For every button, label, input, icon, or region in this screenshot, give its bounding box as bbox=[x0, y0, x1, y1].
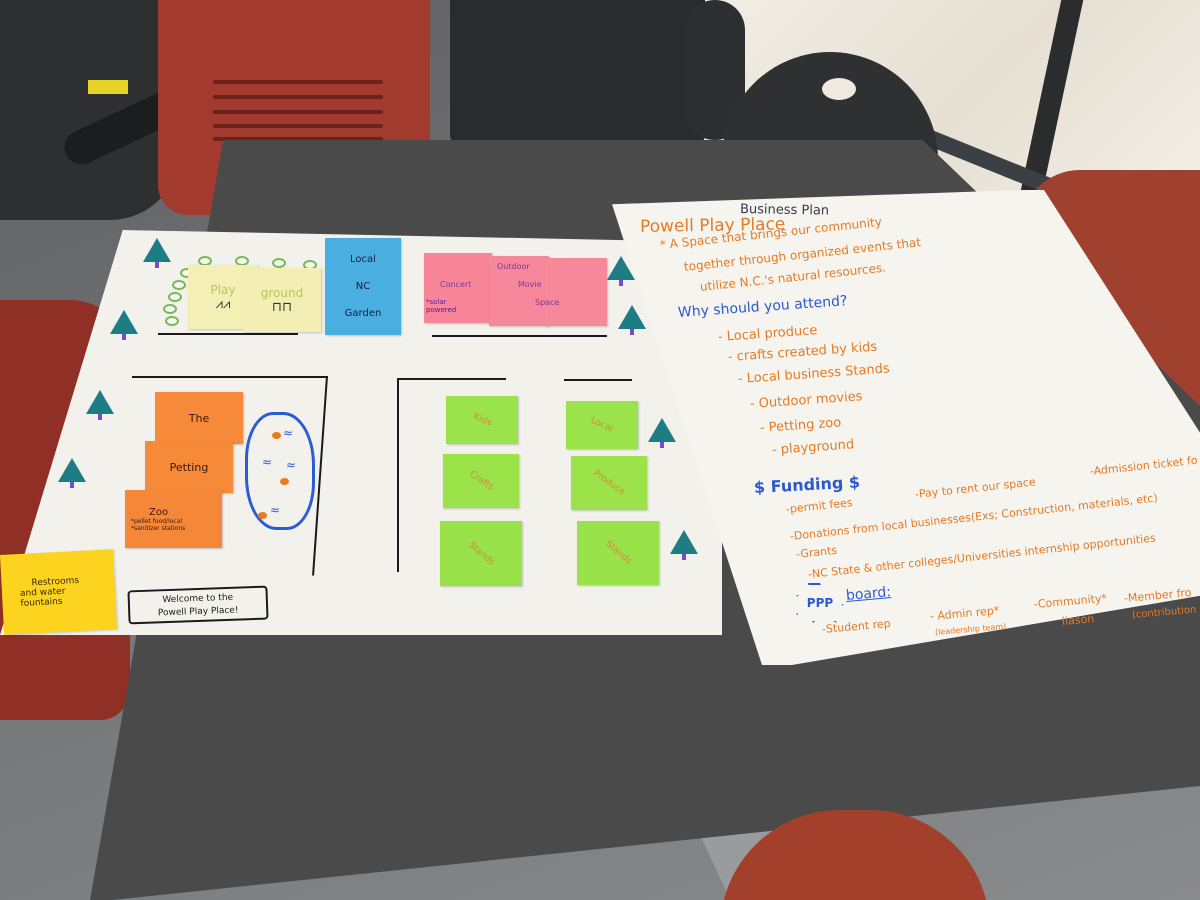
bush-icon bbox=[163, 304, 177, 314]
garden-label: Garden bbox=[344, 308, 382, 319]
zoo-note: *sanitizer stations bbox=[131, 524, 186, 532]
yellow-tag bbox=[88, 80, 128, 94]
solar-note: *solar powered bbox=[426, 298, 457, 314]
fish-icon bbox=[272, 432, 281, 439]
pond bbox=[245, 412, 315, 530]
tree-icon bbox=[110, 310, 138, 340]
zoo-label: The bbox=[188, 411, 210, 425]
swing-icon: ⩘⩘ bbox=[215, 296, 231, 312]
outdoor-space-label: Space bbox=[535, 298, 560, 307]
playground-label: Play bbox=[210, 282, 236, 297]
local-produce-sticky: Local bbox=[566, 401, 638, 449]
fish-icon bbox=[258, 512, 267, 519]
tree-icon bbox=[143, 238, 171, 268]
sticky-label: Produce bbox=[591, 468, 627, 498]
garden-label: Local bbox=[350, 254, 376, 265]
tree-icon bbox=[670, 530, 698, 560]
tree-icon bbox=[648, 418, 676, 448]
path-line bbox=[432, 335, 607, 337]
garden-label: NC bbox=[355, 281, 371, 292]
sticky-label: Crafts bbox=[467, 469, 495, 493]
tree-icon bbox=[86, 390, 114, 420]
tree-icon bbox=[618, 305, 646, 335]
zoo-sticky: Petting bbox=[145, 441, 233, 493]
path-line bbox=[132, 376, 328, 378]
chair-handle-hole bbox=[822, 78, 856, 100]
sticky-label: Local bbox=[589, 415, 615, 435]
playground-sticky: ground ⊓⊓ bbox=[243, 268, 321, 332]
zoo-sticky: The bbox=[155, 392, 243, 444]
sticky-label: Stands bbox=[602, 539, 634, 567]
bush-icon bbox=[172, 280, 186, 290]
chair-slot bbox=[213, 95, 383, 99]
local-produce-sticky: Stands bbox=[577, 521, 659, 585]
sticky-label: Stands bbox=[465, 539, 497, 568]
garden-sticky: Local NC Garden bbox=[325, 238, 401, 335]
chair-slot bbox=[213, 137, 383, 141]
path-line bbox=[158, 333, 298, 335]
wave-icon: ≈ bbox=[286, 458, 297, 472]
slide-icon: ⊓⊓ bbox=[271, 299, 293, 315]
outdoor-sticky bbox=[545, 258, 607, 326]
ppp-badge-label: PPP bbox=[806, 596, 834, 610]
path-line bbox=[564, 379, 632, 381]
person-standing bbox=[450, 0, 705, 145]
outdoor-title: Outdoor bbox=[497, 262, 530, 271]
fish-icon bbox=[280, 478, 289, 485]
kids-crafts-sticky: Crafts bbox=[443, 454, 519, 508]
wave-icon: ≈ bbox=[270, 503, 281, 517]
restrooms-sticky: Restrooms and water fountains bbox=[0, 549, 118, 635]
kids-crafts-sticky: Kids bbox=[446, 396, 518, 444]
outdoor-movie-label: Movie bbox=[518, 280, 542, 289]
outdoor-sticky bbox=[489, 256, 549, 326]
tree-icon bbox=[58, 458, 86, 488]
chair-slot bbox=[213, 80, 383, 84]
chair-slot bbox=[213, 124, 383, 128]
playground-label: ground bbox=[260, 285, 304, 300]
local-produce-sticky: Produce bbox=[571, 456, 647, 510]
sticky-label: Kids bbox=[471, 411, 493, 429]
path-line bbox=[398, 378, 506, 380]
bush-icon bbox=[272, 258, 286, 268]
zoo-sticky: Zoo *pellet food/local *sanitizer statio… bbox=[125, 490, 222, 548]
zoo-label: Zoo bbox=[149, 506, 169, 518]
welcome-sign: Welcome to the Powell Play Place! bbox=[127, 585, 269, 625]
wave-icon: ≈ bbox=[262, 455, 273, 469]
outdoor-concert-label: Concert bbox=[440, 280, 472, 289]
kids-crafts-sticky: Stands bbox=[440, 521, 522, 586]
zoo-label: Petting bbox=[169, 460, 209, 474]
chair-slot bbox=[213, 110, 383, 114]
outdoor-sticky bbox=[424, 253, 492, 323]
wave-icon: ≈ bbox=[283, 426, 294, 440]
bush-icon bbox=[165, 316, 179, 326]
zoo-note: *pellet food/local bbox=[131, 517, 183, 525]
restrooms-label: fountains bbox=[20, 596, 63, 609]
path-line bbox=[397, 378, 399, 572]
bush-icon bbox=[168, 292, 182, 302]
